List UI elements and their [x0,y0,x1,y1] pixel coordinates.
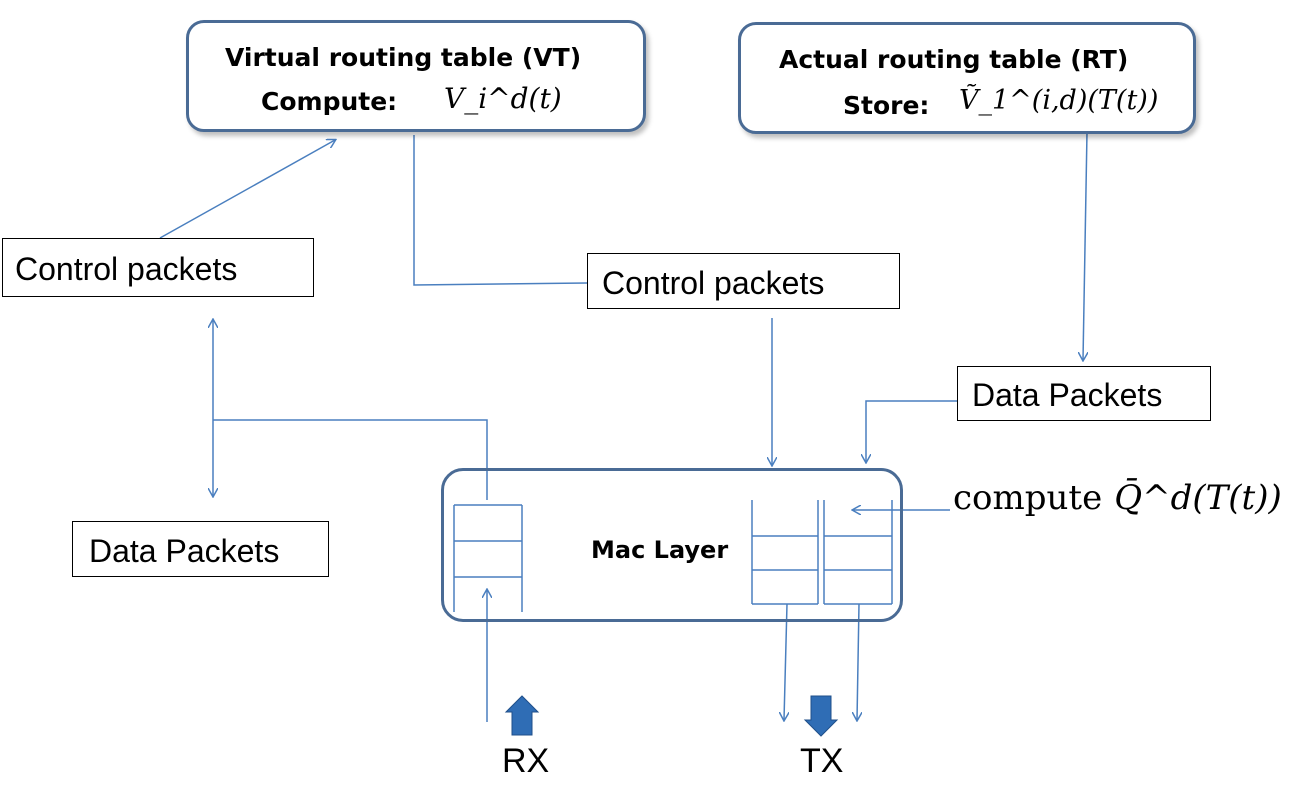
data-packets-left: Data Packets [72,521,329,577]
vt-title: Virtual routing table (VT) [225,43,582,72]
tx-queue-2 [823,500,893,605]
arrow-tx-out-1 [784,603,787,720]
tx-label: TX [800,742,844,780]
data-packets-right: Data Packets [957,366,1211,421]
line-rx-queue-to-left [213,419,488,500]
arrow-control-to-vt [159,140,335,239]
data-packets-right-label: Data Packets [972,377,1163,413]
rx-queue [453,504,523,612]
arrow-tx-out-2 [857,603,859,720]
control-packets-center: Control packets [587,253,900,309]
rt-title: Actual routing table (RT) [779,45,1129,74]
rt-formula-text: Ṽ_1^(i,d)(T(t)) [959,85,1159,116]
vt-action-label: Compute: [261,87,398,116]
rx-label: RX [502,742,550,780]
control-packets-left-label: Control packets [15,251,238,287]
control-packets-center-label: Control packets [602,265,825,301]
control-packets-left: Control packets [2,238,314,297]
mac-layer-box [441,468,903,622]
line-vt-to-center-control [413,135,588,286]
compute-formula: Q̄^d(T(t)) [1114,478,1282,518]
vt-formula-text: V_i^d(t) [444,82,562,115]
arrow-data-to-tx-queue [866,400,957,462]
arrow-rt-to-data [1083,131,1087,360]
tx-queue-1 [751,500,819,605]
data-packets-left-label: Data Packets [89,533,280,569]
compute-label: compute [953,478,1103,518]
mac-layer-label: Mac Layer [591,536,730,564]
tx-down-block-arrow [803,695,839,737]
rt-box: Actual routing table (RT) Store: Ṽ_1^(i,… [738,22,1196,134]
rt-action-label: Store: [843,91,930,120]
vt-formula: V_i^d(t) [444,81,562,116]
rt-formula: Ṽ_1^(i,d)(T(t)) [959,85,1158,116]
rx-up-block-arrow [504,695,540,736]
vt-box: Virtual routing table (VT) Compute: V_i^… [186,20,646,132]
compute-formula-group: compute Q̄^d(T(t)) [953,478,1282,518]
